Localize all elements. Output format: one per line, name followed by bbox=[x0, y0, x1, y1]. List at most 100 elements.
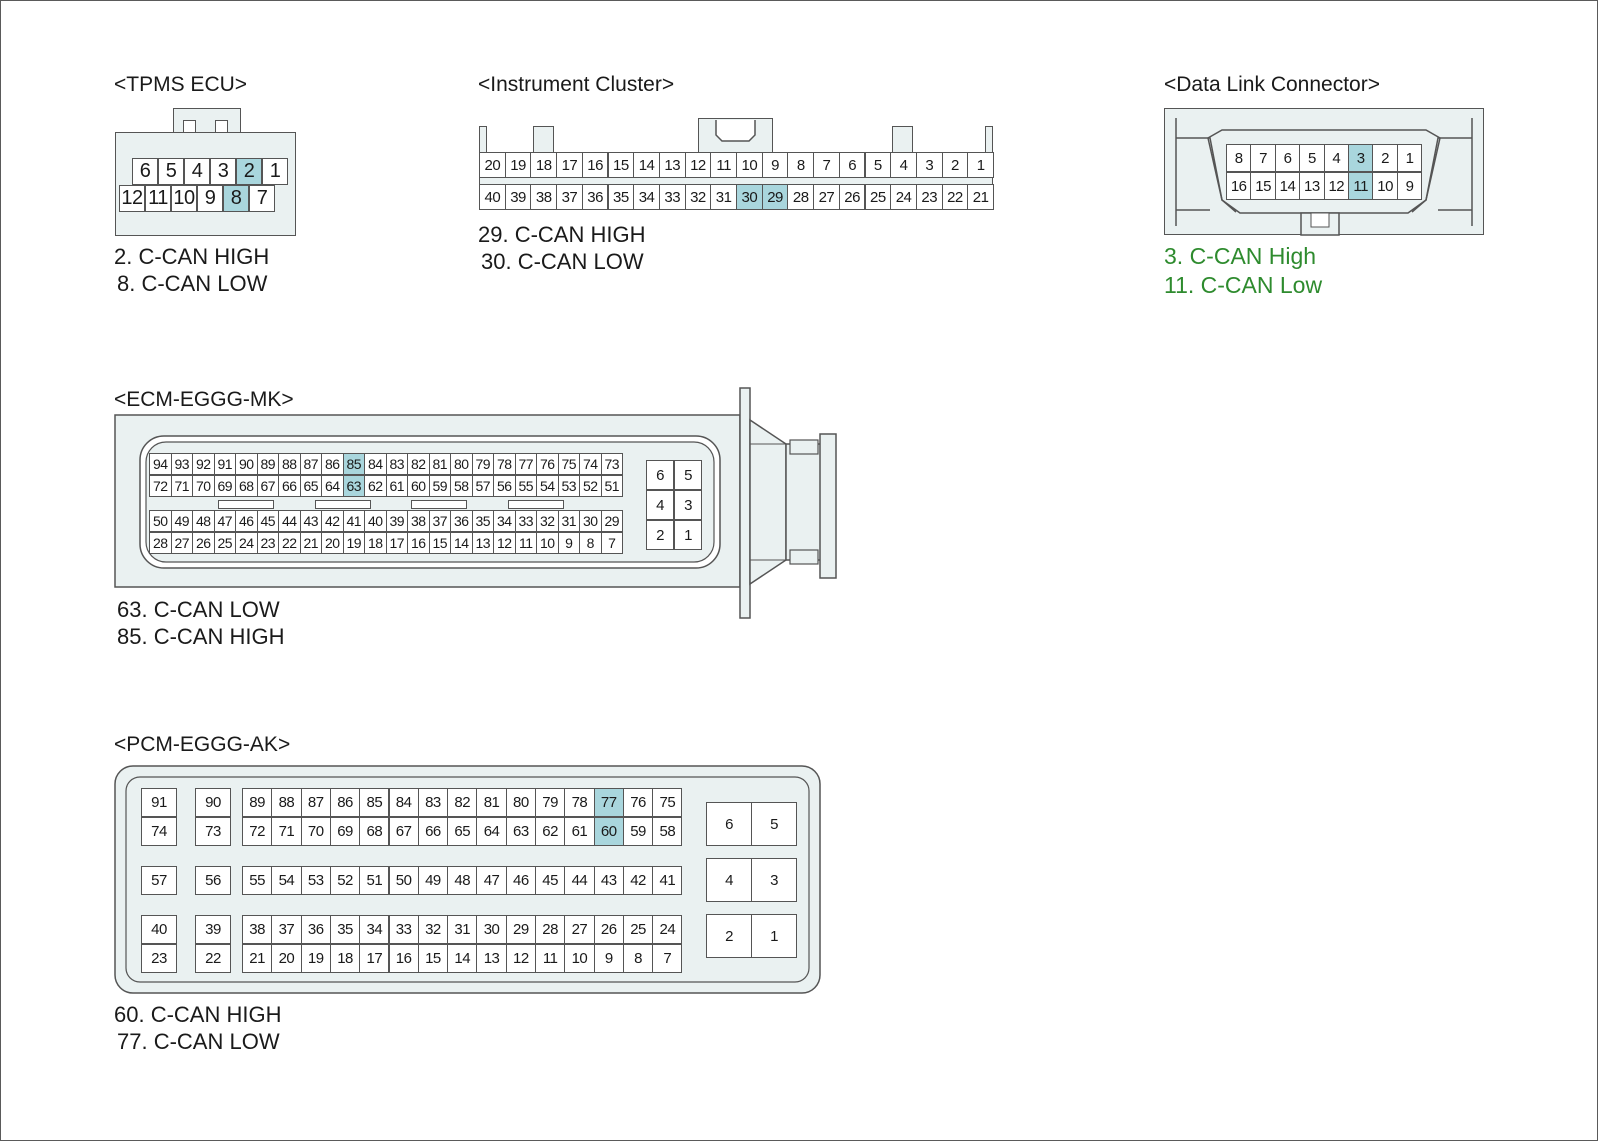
tpms-pin-12: 12 bbox=[119, 185, 145, 212]
ecm-pin-58: 58 bbox=[450, 475, 473, 497]
pcm-pin-87: 87 bbox=[300, 788, 331, 817]
pcm-pin-19: 19 bbox=[300, 944, 331, 973]
pcm-pin-44: 44 bbox=[564, 866, 595, 895]
ecm-key-slot bbox=[508, 500, 564, 509]
pcm-pin-12: 12 bbox=[505, 944, 536, 973]
pcm-pin-42: 42 bbox=[622, 866, 654, 895]
ecm-pin-51: 51 bbox=[600, 475, 623, 497]
ecm-pin-10: 10 bbox=[536, 532, 559, 554]
ecm-pin-82: 82 bbox=[407, 453, 430, 475]
tpms-pin-1: 1 bbox=[262, 158, 288, 185]
ecm-pin-90: 90 bbox=[235, 453, 258, 475]
cluster-pin-20: 20 bbox=[479, 152, 506, 178]
cluster-pin-32: 32 bbox=[684, 184, 712, 210]
pcm-pin-2: 2 bbox=[706, 914, 752, 958]
pcm-pin-86: 86 bbox=[329, 788, 361, 817]
cluster-pin-21: 21 bbox=[967, 184, 994, 210]
pcm-pin-27: 27 bbox=[564, 915, 595, 944]
pcm-pin-6: 6 bbox=[706, 802, 752, 846]
ecm-pin-23: 23 bbox=[256, 532, 279, 554]
pcm-pin-88: 88 bbox=[271, 788, 302, 817]
dlc-pin-5: 5 bbox=[1299, 144, 1325, 172]
pcm-pin-37: 37 bbox=[271, 915, 302, 944]
tpms-pin-9: 9 bbox=[197, 185, 223, 212]
ecm-pin-48: 48 bbox=[192, 510, 215, 532]
pcm-pin-75: 75 bbox=[652, 788, 683, 817]
cluster-pin-39: 39 bbox=[504, 184, 532, 210]
ecm-pin-25: 25 bbox=[213, 532, 236, 554]
pcm-pin-9: 9 bbox=[593, 944, 624, 973]
pcm-pin-31: 31 bbox=[447, 915, 478, 944]
ecm-pin-34: 34 bbox=[493, 510, 516, 532]
dlc-pin-9: 9 bbox=[1396, 172, 1423, 200]
pcm-pin-18: 18 bbox=[329, 944, 361, 973]
tpms-pin-10: 10 bbox=[171, 185, 197, 212]
ecm-key-slot bbox=[218, 500, 274, 509]
ecm-pin-87: 87 bbox=[299, 453, 322, 475]
pcm-pin-52: 52 bbox=[329, 866, 361, 895]
dlc-pin-12: 12 bbox=[1323, 172, 1349, 200]
ecm-pin-88: 88 bbox=[278, 453, 301, 475]
pcm-pin-38: 38 bbox=[242, 915, 273, 944]
pcm-pin-26: 26 bbox=[593, 915, 624, 944]
ecm-pin-39: 39 bbox=[385, 510, 408, 532]
pcm-pin-48: 48 bbox=[447, 866, 478, 895]
pcm-pin-67: 67 bbox=[388, 817, 419, 846]
pcm-pin-55: 55 bbox=[242, 866, 273, 895]
ecm-pin-93: 93 bbox=[170, 453, 193, 475]
ecm-pin-24: 24 bbox=[235, 532, 258, 554]
pcm-pin-73: 73 bbox=[195, 817, 231, 846]
pcm-pin-56: 56 bbox=[195, 866, 231, 895]
pcm-pin-80: 80 bbox=[505, 788, 536, 817]
cluster-pin-28: 28 bbox=[787, 184, 815, 210]
pcm-pin-24: 24 bbox=[652, 915, 683, 944]
ecm-pin-81: 81 bbox=[428, 453, 451, 475]
pcm-pin-16: 16 bbox=[388, 944, 419, 973]
cluster-pin-30: 30 bbox=[736, 184, 763, 210]
pcm-pin-22: 22 bbox=[195, 944, 231, 973]
pcm-pin-20: 20 bbox=[271, 944, 302, 973]
pcm-pin-41: 41 bbox=[652, 866, 683, 895]
ecm-pin-73: 73 bbox=[600, 453, 623, 475]
ecm-pin-3: 3 bbox=[674, 490, 702, 520]
cluster-pin-12: 12 bbox=[684, 152, 712, 178]
ecm-pin-46: 46 bbox=[235, 510, 258, 532]
pcm-pin-78: 78 bbox=[564, 788, 595, 817]
pcm-pin-60: 60 bbox=[593, 817, 624, 846]
cluster-pin-38: 38 bbox=[530, 184, 558, 210]
ecm-pin-29: 29 bbox=[600, 510, 623, 532]
pcm-pin-50: 50 bbox=[388, 866, 419, 895]
pcm-pin-8: 8 bbox=[622, 944, 654, 973]
cluster-pin-14: 14 bbox=[633, 152, 660, 178]
cluster-pin-35: 35 bbox=[607, 184, 635, 210]
pcm-pin-72: 72 bbox=[242, 817, 273, 846]
pcm-pin-69: 69 bbox=[329, 817, 361, 846]
ecm-pin-74: 74 bbox=[579, 453, 602, 475]
cluster-pin-27: 27 bbox=[813, 184, 840, 210]
ecm-pin-68: 68 bbox=[235, 475, 258, 497]
pcm-pin-14: 14 bbox=[447, 944, 478, 973]
ecm-pin-37: 37 bbox=[428, 510, 451, 532]
ecm-key-slot bbox=[411, 500, 467, 509]
ecm-pin-21: 21 bbox=[299, 532, 322, 554]
pcm-pin-7: 7 bbox=[652, 944, 683, 973]
cluster-note-2: 30. C-CAN LOW bbox=[481, 249, 644, 274]
cluster-pin-23: 23 bbox=[915, 184, 943, 210]
ecm-pin-32: 32 bbox=[536, 510, 559, 532]
ecm-pin-84: 84 bbox=[364, 453, 387, 475]
pcm-pin-4: 4 bbox=[706, 858, 752, 902]
tpms-pin-4: 4 bbox=[184, 158, 210, 185]
tpms-pin-5: 5 bbox=[158, 158, 184, 185]
ecm-note-1: 63. C-CAN LOW bbox=[117, 597, 280, 622]
pcm-pin-29: 29 bbox=[505, 915, 536, 944]
ecm-pin-30: 30 bbox=[579, 510, 602, 532]
ecm-pin-15: 15 bbox=[428, 532, 451, 554]
cluster-pin-31: 31 bbox=[710, 184, 737, 210]
dlc-pin-4: 4 bbox=[1323, 144, 1349, 172]
pcm-pin-45: 45 bbox=[535, 866, 566, 895]
pcm-pin-25: 25 bbox=[622, 915, 654, 944]
pcm-pin-21: 21 bbox=[242, 944, 273, 973]
pcm-pin-39: 39 bbox=[195, 915, 231, 944]
ecm-pin-1: 1 bbox=[674, 520, 702, 550]
